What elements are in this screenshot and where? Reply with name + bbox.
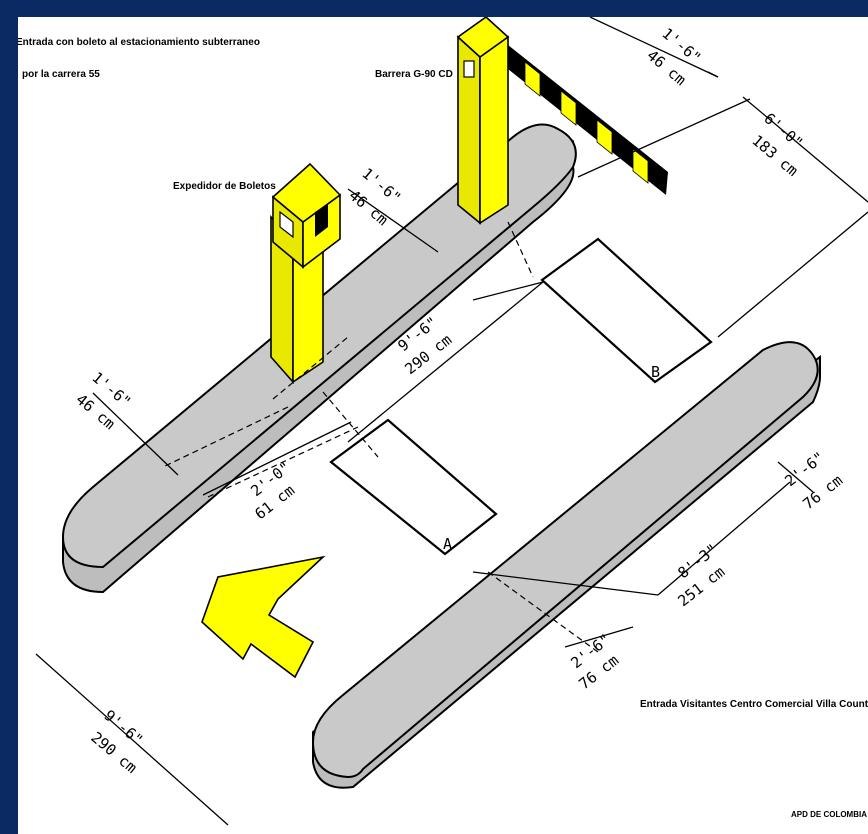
lower-island: [311, 341, 821, 789]
barrier-label: Barrera G-90 CD: [375, 69, 453, 80]
pad-a-label: A: [443, 535, 452, 553]
pad-b: [540, 237, 713, 384]
parking-entrance-diagram: A B: [18, 17, 868, 826]
title-line2: por la carrera 55: [22, 69, 100, 80]
entry-direction-arrow: [201, 555, 326, 679]
barrier-gate: [456, 17, 668, 225]
pad-b-label: B: [651, 363, 660, 381]
dimension-lines: [35, 17, 868, 826]
visitors-entrance-label: Entrada Visitantes Centro Comercial Vill…: [640, 699, 868, 710]
title-line1: Entrada con boleto al estacionamiento su…: [18, 37, 260, 48]
dispenser-label: Expedidor de Boletos: [173, 181, 276, 192]
company-label: APD DE COLOMBIA S. A.: [791, 810, 868, 819]
pad-a: [329, 418, 498, 556]
ticket-dispenser: [270, 162, 342, 385]
drawing-canvas: A B: [18, 17, 868, 834]
